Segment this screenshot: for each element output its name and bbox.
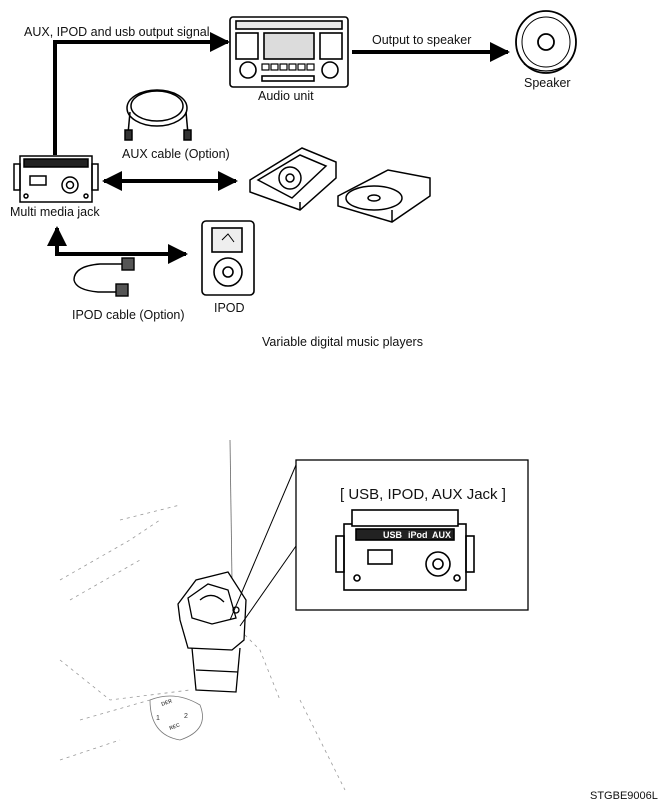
console-sketch: ᴅᴇʀ ʀᴇᴄ 1 2	[59, 439, 346, 791]
output-to-speaker-label: Output to speaker	[372, 33, 472, 47]
multimedia-jack-label: Multi media jack	[10, 205, 100, 219]
signal-lines	[47, 32, 510, 264]
players-caption: Variable digital music players	[262, 335, 423, 349]
console-marking-4: 2	[184, 713, 188, 720]
signal-path-jack-ipod	[47, 226, 188, 264]
port-label-aux: AUX	[432, 530, 451, 540]
multimedia-jack-illustration	[13, 155, 99, 203]
callout-title: [ USB, IPOD, AUX Jack ]	[340, 486, 506, 503]
ipod-cable-illustration	[73, 257, 135, 297]
ipod-illustration	[201, 220, 255, 296]
music-player-handheld-illustration	[249, 147, 337, 211]
ipod-cable-label: IPOD cable (Option)	[72, 308, 185, 322]
audio-unit-illustration	[229, 16, 349, 88]
cd-player-illustration	[337, 169, 431, 223]
console-marking-1: ᴅᴇʀ	[160, 697, 173, 707]
audio-unit-label: Audio unit	[258, 89, 314, 103]
ipod-label: IPOD	[214, 301, 245, 315]
aux-cable-illustration	[124, 89, 192, 141]
port-label-usb: USB	[383, 530, 403, 540]
console-marking-2: ʀᴇᴄ	[168, 721, 181, 731]
signal-path-to-audio-unit	[53, 32, 230, 155]
signal-label: AUX, IPOD and usb output signal	[24, 25, 210, 39]
callout-box: USB iPod AUX	[295, 459, 529, 611]
aux-cable-label: AUX cable (Option)	[122, 147, 230, 161]
speaker-illustration	[515, 10, 577, 74]
figure-code: STGBE9006L	[590, 790, 658, 802]
speaker-label: Speaker	[524, 76, 571, 90]
console-marking-3: 1	[156, 715, 160, 722]
port-label-ipod: iPod	[408, 530, 428, 540]
callout-jack-illustration	[335, 509, 475, 591]
